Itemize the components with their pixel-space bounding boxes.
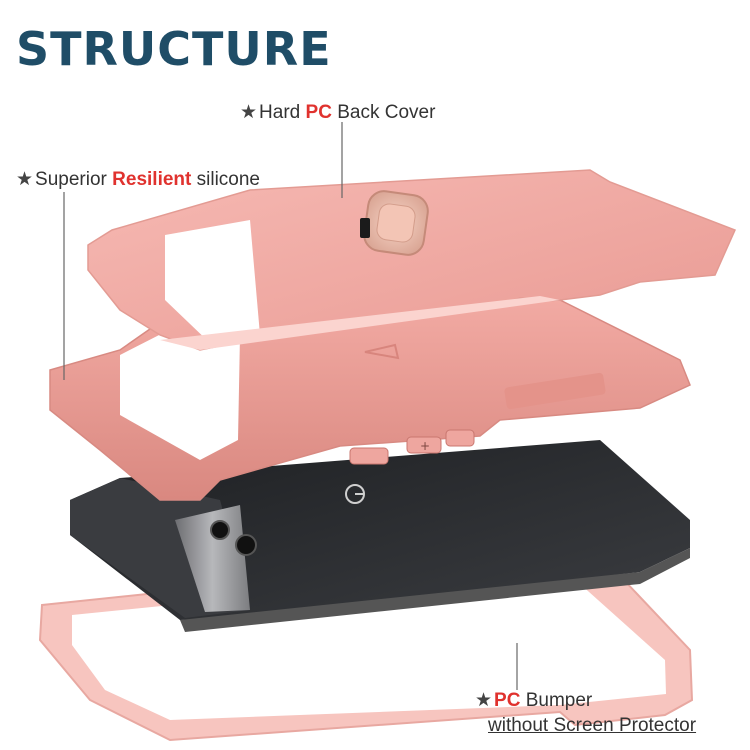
ring-holder-icon (360, 190, 429, 256)
callout-leader-lines (63, 122, 518, 690)
google-logo-icon (345, 484, 365, 504)
bumper-callout-line2: without Screen Protector (488, 715, 697, 736)
callout-highlight: PC (305, 102, 332, 123)
callout-highlight: PC (494, 690, 521, 711)
star-icon: ★ (475, 690, 493, 711)
bumper-callout: ★PC Bumper (475, 689, 592, 712)
back-cover-callout: ★Hard PC Back Cover (240, 101, 435, 124)
page-title: STRUCTURE (16, 22, 332, 76)
callout-highlight: Resilient (112, 169, 192, 190)
callout-text: Superior (35, 169, 113, 190)
callout-text: Bumper (520, 690, 593, 711)
callout-text: silicone (191, 169, 261, 190)
star-icon: ★ (16, 169, 34, 190)
hard-pc-back-cover (87, 169, 737, 351)
svg-text:+: + (420, 439, 430, 453)
power-button-icon (445, 429, 475, 447)
callout-text: Hard (259, 102, 306, 123)
volume-button-icon: + (349, 436, 442, 465)
callout-text: Back Cover (331, 102, 436, 123)
star-icon: ★ (240, 102, 258, 123)
phone-device (70, 440, 690, 632)
silicone-callout: ★Superior Resilient silicone (16, 168, 260, 191)
